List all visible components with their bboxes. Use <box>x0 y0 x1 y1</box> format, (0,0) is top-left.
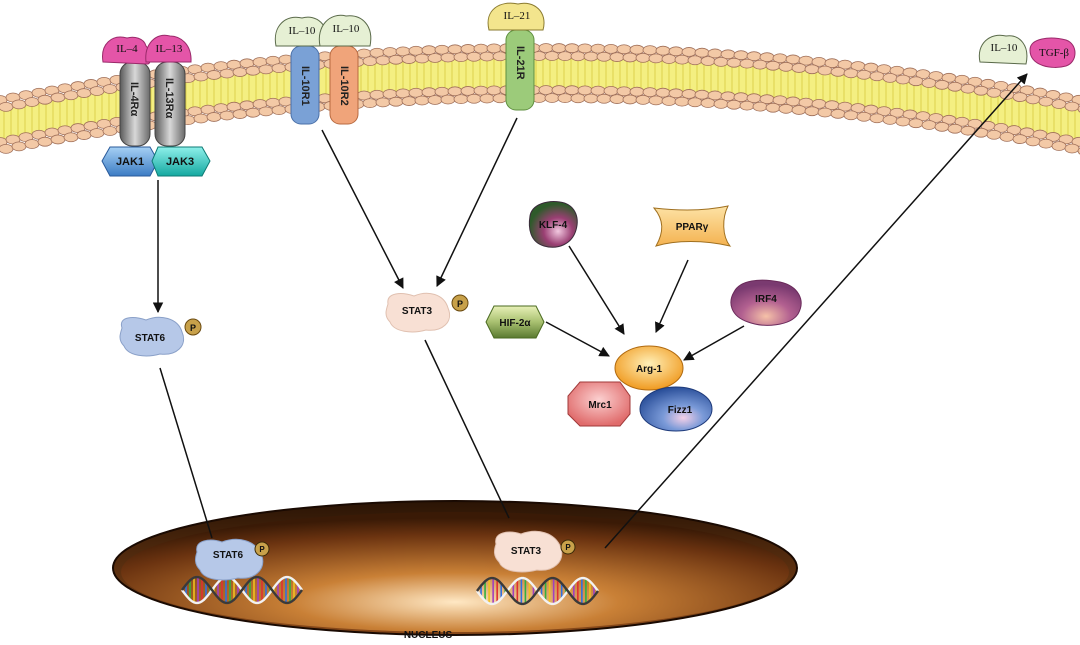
arrow-il21r-to-stat3 <box>436 117 518 287</box>
stat3-nuclear-protein <box>493 530 563 573</box>
stat6-nucleus: STAT6 P <box>194 538 270 581</box>
arrow-il10r-to-stat3 <box>321 129 404 289</box>
irf4-label: IRF4 <box>755 294 777 305</box>
arrow-nucleus-to-secretion <box>604 73 1028 549</box>
stat6-label: STAT6 <box>135 333 166 344</box>
stat6-nuclear-phospho-icon <box>254 541 270 557</box>
stat3-nucleus: STAT3 P <box>493 530 576 573</box>
arrow-irf4-to-arg1 <box>683 325 745 361</box>
il13ra-label: IL-13Rα <box>163 78 175 119</box>
stat3-nuclear-label: STAT3 <box>511 546 542 557</box>
stat3-phospho-label: P <box>457 299 463 309</box>
arrow-ppar-to-arg1 <box>655 259 689 333</box>
dna-helix-left <box>181 575 303 605</box>
stat6-nuclear-phospho-label: P <box>259 545 265 554</box>
irf4-factor: IRF4 <box>730 279 802 326</box>
nucleus-label: NUCLEUS <box>404 630 453 641</box>
arg1-marker: Arg-1 <box>614 345 684 391</box>
hif2a-label: HIF-2α <box>499 318 531 329</box>
il21-receptor-complex: IL-21R IL–21 <box>487 2 545 111</box>
il21r-label: IL-21R <box>514 46 526 80</box>
stat6-phospho-icon <box>184 318 202 336</box>
il21-label: IL–21 <box>504 10 531 22</box>
stat3-nuclear-phospho-icon <box>560 539 576 555</box>
secreted-il10 <box>978 34 1028 65</box>
arrow-klf4-to-arg1 <box>568 245 625 335</box>
il10-receptor-complex: IL-10R1 IL-10R2 IL–10 IL–10 <box>274 14 372 125</box>
line-stat6-to-nucleus <box>159 367 213 539</box>
stat6-nuclear-protein <box>194 538 264 581</box>
stat3-label: STAT3 <box>402 306 433 317</box>
jak1-label: JAK1 <box>116 156 144 168</box>
mrc1-marker: Mrc1 <box>567 381 631 427</box>
fizz1-label: Fizz1 <box>668 405 693 416</box>
mrc1-label: Mrc1 <box>588 400 612 411</box>
arrow-hif2a-to-arg1 <box>545 321 610 357</box>
arg1-label: Arg-1 <box>636 364 663 375</box>
klf4-factor: KLF-4 <box>528 201 578 248</box>
ppar-factor: PPARγ <box>652 205 732 247</box>
stat3-cytoplasm: STAT3 P <box>385 292 469 333</box>
il4ra-label: IL-4Rα <box>128 82 140 117</box>
stat6-cytoplasm: STAT6 P <box>119 316 202 357</box>
stat3-nuclear-phospho-label: P <box>565 543 571 552</box>
stat6-protein <box>119 316 184 357</box>
il4-il13-receptor-complex: IL-4Rα IL-13Rα IL–4 IL–13 JAK1 JAK3 <box>101 34 211 177</box>
cell-membrane <box>0 43 1080 155</box>
il10r1-label: IL-10R1 <box>299 66 311 106</box>
klf4-label: KLF-4 <box>539 220 568 231</box>
secreted-il10-label: IL–10 <box>991 42 1018 54</box>
jak1-kinase <box>101 146 159 177</box>
jak3-label: JAK3 <box>166 156 194 168</box>
dna-helix-right <box>476 576 599 606</box>
secreted-tgfb <box>1029 37 1076 68</box>
il10-label-1: IL–10 <box>289 25 316 37</box>
il4-label: IL–4 <box>116 43 138 55</box>
line-stat3-to-nucleus <box>424 339 510 519</box>
il13-label: IL–13 <box>156 43 183 55</box>
stat3-phospho-icon <box>451 294 469 312</box>
secreted-cytokines: IL–10 TGF-β <box>978 34 1076 68</box>
stat6-phospho-label: P <box>190 323 196 333</box>
stat3-protein <box>385 292 450 333</box>
ppar-label: PPARγ <box>676 222 709 233</box>
pathway-arrows <box>152 73 1028 549</box>
secreted-tgfb-label: TGF-β <box>1039 47 1069 59</box>
stat6-nuclear-label: STAT6 <box>213 550 244 561</box>
il10r2-label: IL-10R2 <box>338 66 350 106</box>
il10-cytokine-2 <box>318 14 372 47</box>
hif2a-factor: HIF-2α <box>485 305 545 339</box>
il13-cytokine <box>145 34 192 63</box>
fizz1-marker: Fizz1 <box>639 386 713 432</box>
jak3-kinase <box>151 146 211 177</box>
il10-label-2: IL–10 <box>333 23 360 35</box>
il21-cytokine <box>487 2 545 31</box>
